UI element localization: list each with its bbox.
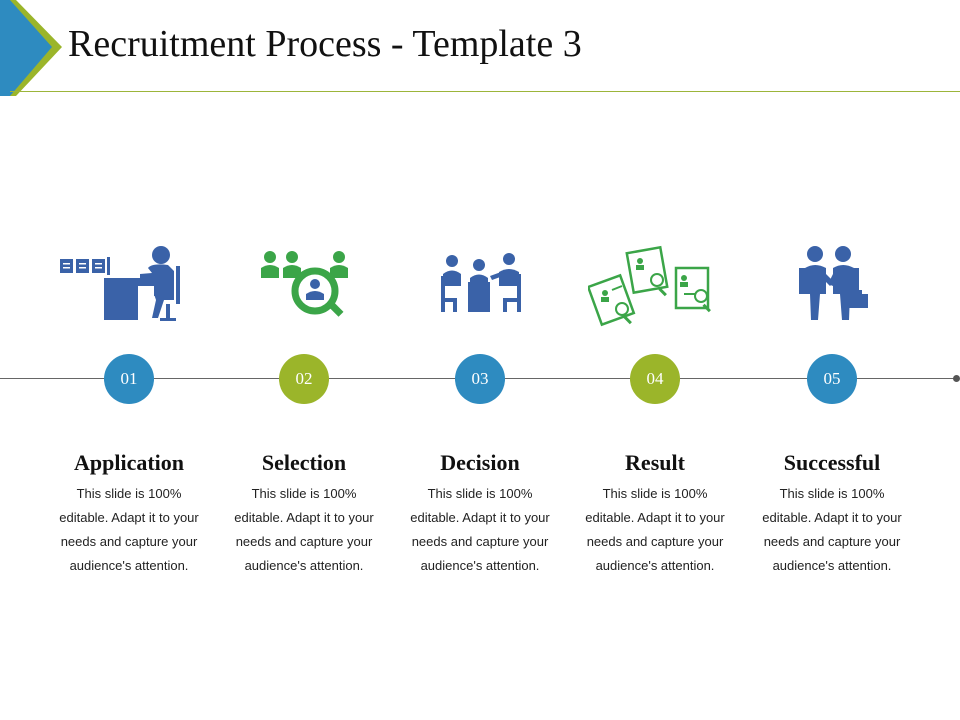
timeline-end-dot xyxy=(953,375,960,382)
handshake-icon xyxy=(799,246,868,320)
corner-arrow-icon xyxy=(0,0,62,96)
step-title: Application xyxy=(73,450,185,475)
title-divider xyxy=(10,91,960,92)
step-description: This slide is 100% editable. Adapt it to… xyxy=(59,486,199,573)
step-number-badge: 02 xyxy=(279,354,329,404)
meeting-icon xyxy=(441,253,521,312)
step-number-badge: 04 xyxy=(630,354,680,404)
step-number-badge: 03 xyxy=(455,354,505,404)
step-description: This slide is 100% editable. Adapt it to… xyxy=(234,486,374,573)
candidate-search-icon xyxy=(261,251,348,317)
step-description: This slide is 100% editable. Adapt it to… xyxy=(762,486,902,573)
step-description: This slide is 100% editable. Adapt it to… xyxy=(410,486,550,573)
page-title: Recruitment Process - Template 3 xyxy=(68,23,582,65)
step-description: This slide is 100% editable. Adapt it to… xyxy=(585,486,725,573)
step-title: Successful xyxy=(783,450,881,475)
step-number-badge: 01 xyxy=(104,354,154,404)
step-title: Decision xyxy=(440,450,520,475)
step-title: Result xyxy=(625,450,685,475)
desk-worker-icon xyxy=(60,246,180,321)
step-title: Selection xyxy=(261,450,347,475)
resume-review-icon xyxy=(588,245,711,327)
step-number-badge: 05 xyxy=(807,354,857,404)
